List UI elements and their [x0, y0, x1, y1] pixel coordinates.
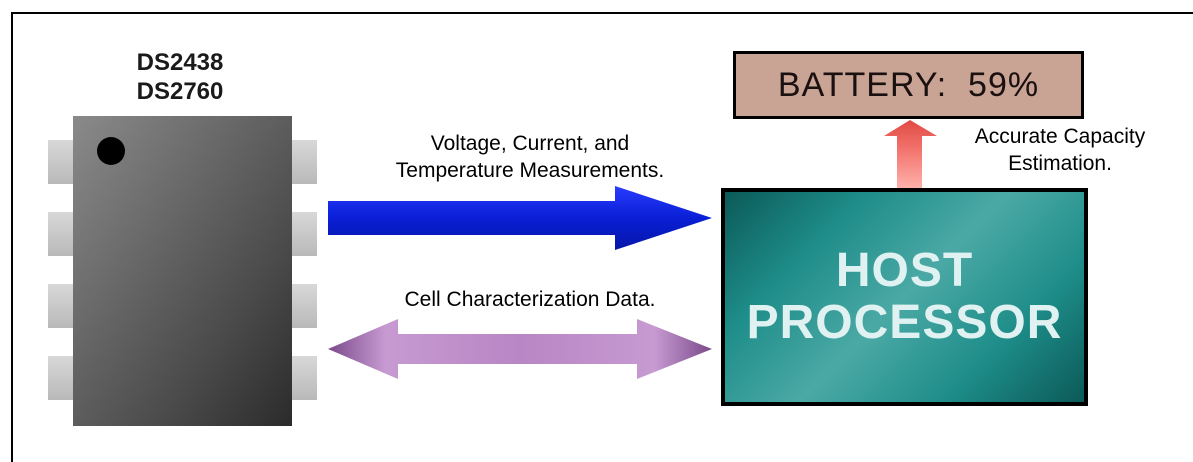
chip-pins-left	[48, 140, 75, 400]
measurements-caption-line2: Temperature Measurements.	[395, 159, 665, 182]
chip-pins-right	[290, 140, 317, 400]
measurements-caption-line1: Voltage, Current, and	[430, 132, 630, 155]
chip-body	[73, 116, 292, 426]
chip-label-ds2438: DS2438	[136, 49, 224, 76]
chip-label-ds2760: DS2760	[136, 78, 224, 105]
battery-display: BATTERY: 59%	[733, 51, 1084, 119]
capacity-caption-line2: Estimation.	[1008, 152, 1112, 175]
characterization-caption: Cell Characterization Data.	[404, 288, 656, 311]
measurements-arrow	[328, 186, 712, 250]
host-processor-box: HOST PROCESSOR	[721, 188, 1088, 406]
capacity-arrow	[884, 120, 937, 188]
chip-pin1-dot	[97, 137, 125, 165]
diagram-frame	[11, 12, 1193, 462]
host-processor-line1: HOST	[835, 244, 974, 297]
capacity-caption-line1: Accurate Capacity	[974, 125, 1146, 148]
battery-display-text: BATTERY: 59%	[777, 65, 1040, 104]
characterization-arrow	[328, 319, 712, 379]
host-processor-line2: PROCESSOR	[746, 296, 1063, 349]
